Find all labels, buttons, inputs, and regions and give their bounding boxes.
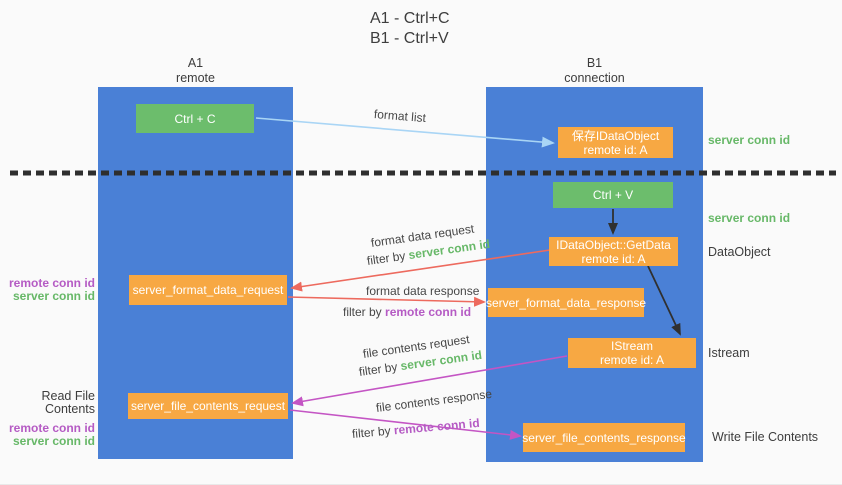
ctrl-c-label: Ctrl + C <box>174 111 216 126</box>
server-conn-id-right-mid: server conn id <box>708 211 791 225</box>
remote-conn-id-left-top: remote conn id <box>8 276 95 290</box>
ctrl-v-node: Ctrl + V <box>553 182 673 208</box>
server-format-data-response-node: server_format_data_response <box>485 288 647 317</box>
file-response-label: server_file_contents_response <box>522 430 686 445</box>
lane-b1-name: connection <box>564 71 625 85</box>
title-line-2: B1 - Ctrl+V <box>370 30 449 47</box>
format-list-arrow <box>255 117 555 148</box>
file-contents-response-arrow <box>289 409 522 440</box>
filter-by-remote-conn-id-label-1: filter by remote conn id <box>343 305 471 319</box>
write-file-contents-label: Write File Contents <box>712 430 819 444</box>
format-data-response-arrow <box>287 296 486 307</box>
dataobject-label: DataObject <box>708 245 771 259</box>
ctrl-c-node: Ctrl + C <box>136 104 254 133</box>
lane-header-a1: A1 remote <box>98 56 293 86</box>
getdata-to-istream-arrow <box>647 265 681 336</box>
save-idataobject-line2: remote id: A <box>583 142 648 157</box>
istream-line1: IStream <box>610 339 653 353</box>
format-data-response-label: format data response <box>366 284 480 298</box>
filter-by-prefix: filter by <box>343 305 382 319</box>
left-conn-id-group-top: remote conn id server conn id <box>0 277 95 303</box>
getdata-line2: remote id: A <box>581 251 646 266</box>
diagram-title: A1 - Ctrl+C B1 - Ctrl+V <box>370 9 450 49</box>
title-line-1: A1 - Ctrl+C <box>370 10 450 27</box>
format-response-label: server_format_data_response <box>485 295 647 310</box>
format-data-request-arrow <box>290 249 551 292</box>
server-file-contents-response-node: server_file_contents_response <box>522 423 686 452</box>
format-request-label: server_format_data_request <box>132 283 284 297</box>
server-conn-id-left-top: server conn id <box>12 289 95 303</box>
remote-conn-id-text: remote conn id <box>385 305 472 319</box>
file-contents-request-arrow <box>291 355 568 407</box>
lane-a1-id: A1 <box>187 56 204 70</box>
lane-b1-id: B1 <box>586 56 603 70</box>
file-request-label: server_file_contents_request <box>130 399 286 413</box>
getdata-line1: IDataObject::GetData <box>556 237 671 252</box>
save-idataobject-node: 保存IDataObject remote id: A <box>558 127 673 158</box>
save-idataobject-line1: 保存IDataObject <box>571 128 660 143</box>
istream-node: IStream remote id: A <box>568 338 696 368</box>
istream-line2: remote id: A <box>599 353 665 367</box>
lane-header-b1: B1 connection <box>486 56 703 86</box>
idataobject-getdata-node: IDataObject::GetData remote id: A <box>549 237 678 266</box>
read-file-contents-label: Read File Contents <box>41 389 96 416</box>
left-conn-id-group-bottom: Read File Contents remote conn id server… <box>0 390 95 448</box>
server-conn-id-right-top: server conn id <box>708 133 791 147</box>
lane-a1-name: remote <box>176 71 215 85</box>
server-file-contents-request-node: server_file_contents_request <box>128 393 288 419</box>
server-format-data-request-node: server_format_data_request <box>129 275 287 305</box>
server-conn-id-left-bottom: server conn id <box>12 434 95 448</box>
ctrl-v-label: Ctrl + V <box>592 188 634 202</box>
remote-conn-id-left-bottom: remote conn id <box>8 421 95 435</box>
istream-side-label: Istream <box>708 346 750 360</box>
